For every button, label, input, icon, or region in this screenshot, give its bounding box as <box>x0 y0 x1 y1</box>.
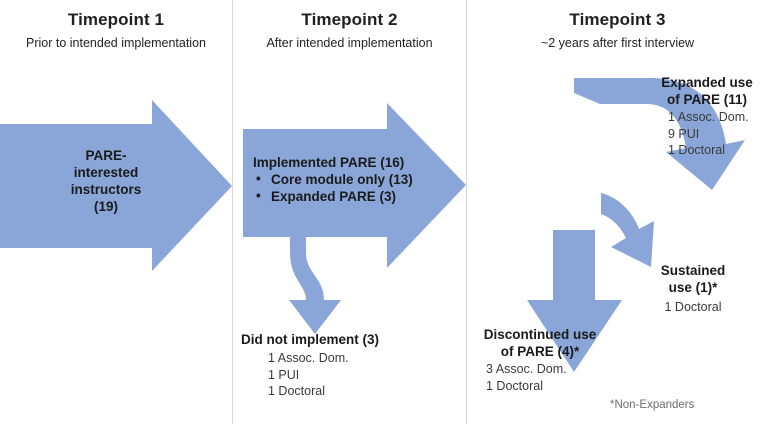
list-item-label: Core module only (13) <box>271 172 413 187</box>
column-title: Timepoint 2 <box>301 10 398 29</box>
node-title: Sustained use (1)* <box>637 262 749 296</box>
column-subtitle: After intended implementation <box>266 36 433 50</box>
node-expanded-use: Expanded use of PARE (11) 1 Assoc. Dom. … <box>646 74 768 159</box>
arrow2-heading: Implemented PARE (16) <box>253 155 405 170</box>
arrow1-line-2: interested <box>73 165 139 180</box>
node-title-line-1: Sustained <box>660 263 726 278</box>
node-title-line-2: of PARE (4)* <box>500 344 580 359</box>
arrow-timepoint1-to-2 <box>0 100 232 271</box>
node-details: 1 Assoc. Dom. 1 PUI 1 Doctoral <box>241 350 441 400</box>
column-header-timepoint-1: Timepoint 1 Prior to intended implementa… <box>0 10 232 51</box>
arrow2-bullet-list: • Core module only (13) • Expanded PARE … <box>253 171 463 205</box>
list-item-label: Expanded PARE (3) <box>271 189 397 204</box>
arrow-timepoint2-to-3 <box>243 103 466 268</box>
detail-line: 1 Doctoral <box>268 384 325 398</box>
node-title: Discontinued use of PARE (4)* <box>464 326 616 360</box>
footnote: *Non-Expanders <box>610 399 695 411</box>
column-divider-2 <box>466 0 467 424</box>
list-item: • Expanded PARE (3) <box>253 188 463 205</box>
node-details: 3 Assoc. Dom. 1 Doctoral <box>464 361 616 394</box>
arrow-to-expanded-use <box>574 78 745 190</box>
detail-line: 3 Assoc. Dom. <box>486 362 567 376</box>
column-title: Timepoint 3 <box>569 10 666 29</box>
node-title-line-2: use (1)* <box>668 280 718 295</box>
detail-line: 1 Doctoral <box>668 143 725 157</box>
node-title-line-2: of PARE (11) <box>666 92 747 107</box>
column-header-timepoint-2: Timepoint 2 After intended implementatio… <box>233 10 466 51</box>
arrow1-label: PARE- interested instructors (19) <box>36 147 176 215</box>
node-details: 1 Assoc. Dom. 9 PUI 1 Doctoral <box>646 109 768 159</box>
node-details: 1 Doctoral <box>637 299 749 316</box>
detail-line: 1 Doctoral <box>664 300 722 314</box>
column-title: Timepoint 1 <box>67 10 165 29</box>
arrow1-line-1: PARE- <box>85 148 127 163</box>
column-subtitle: Prior to intended implementation <box>26 36 206 50</box>
arrow-to-did-not-implement <box>289 228 341 334</box>
detail-line: 1 Assoc. Dom. <box>668 110 749 124</box>
column-header-timepoint-3: Timepoint 3 ~2 years after first intervi… <box>467 10 768 51</box>
node-did-not-implement: Did not implement (3) 1 Assoc. Dom. 1 PU… <box>241 331 441 400</box>
node-title-line-1: Expanded use <box>661 75 753 90</box>
bullet-glyph: • <box>256 171 261 186</box>
column-subtitle: ~2 years after first interview <box>540 36 695 50</box>
arrow1-line-3: instructors <box>70 182 142 197</box>
node-title-line-1: Discontinued use <box>483 327 597 342</box>
node-sustained-use: Sustained use (1)* 1 Doctoral <box>637 262 749 316</box>
arrow-to-discontinued-use <box>527 230 622 372</box>
arrow2-label: Implemented PARE (16) • Core module only… <box>253 154 463 205</box>
detail-line: 1 Assoc. Dom. <box>268 351 349 365</box>
detail-line: 9 PUI <box>668 126 700 141</box>
node-discontinued-use: Discontinued use of PARE (4)* 3 Assoc. D… <box>464 326 616 394</box>
column-divider-1 <box>232 0 233 424</box>
list-item: • Core module only (13) <box>253 171 463 188</box>
arrow1-line-4: (19) <box>93 199 118 214</box>
detail-line: 1 Doctoral <box>486 378 543 393</box>
detail-line: 1 PUI <box>268 367 300 382</box>
node-title: Did not implement (3) <box>241 332 379 347</box>
arrow-to-sustained-use <box>601 193 654 267</box>
node-title: Expanded use of PARE (11) <box>646 74 768 108</box>
bullet-glyph: • <box>256 188 261 203</box>
